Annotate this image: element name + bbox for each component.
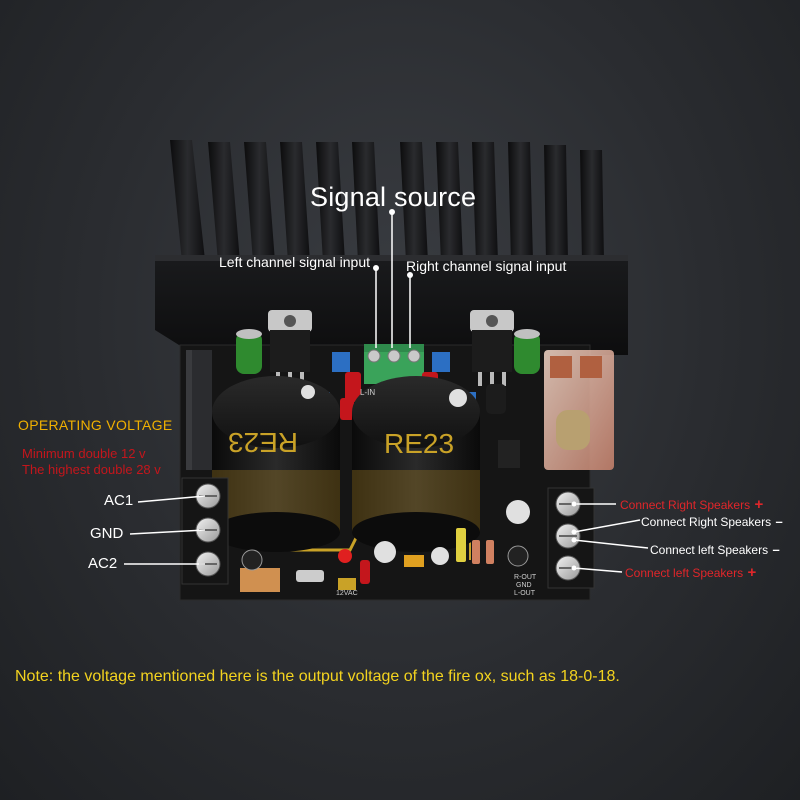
ac-pointer-lines xyxy=(124,495,206,565)
speaker-pointer-lines xyxy=(573,503,649,573)
right-input-label: Right channel signal input xyxy=(406,258,567,274)
capacitor-right-label: RE23 xyxy=(384,428,455,459)
heatsink-fins xyxy=(170,140,604,262)
green-capacitor-right xyxy=(514,329,540,374)
min-voltage-text: Minimum double 12 v xyxy=(22,446,146,461)
minus-sign: – xyxy=(775,514,783,529)
right-speaker-minus-label: Connect Right Speakers – xyxy=(641,514,783,529)
silk-rout: R-OUT xyxy=(514,574,537,581)
gnd-label: GND xyxy=(90,525,124,542)
silk-lout: L-OUT xyxy=(514,590,535,597)
plus-sign: + xyxy=(754,496,764,513)
minus-sign: – xyxy=(772,542,780,557)
relay xyxy=(544,350,614,470)
silk-gnd: GND xyxy=(516,582,532,589)
voltage-note: Note: the voltage mentioned here is the … xyxy=(15,668,620,685)
transistor-right xyxy=(470,310,514,386)
capacitor-left xyxy=(212,376,340,552)
signal-source-label: Signal source xyxy=(310,182,477,212)
left-input-label: Left channel signal input xyxy=(219,254,370,270)
capacitor-left-label: RE23 xyxy=(228,427,299,458)
right-speaker-plus-label: Connect Right Speakers + xyxy=(620,496,764,513)
green-capacitor-left xyxy=(236,329,262,374)
transistor-left xyxy=(268,310,312,386)
left-speaker-minus-label: Connect left Speakers – xyxy=(650,542,780,557)
silk-12v: 12VAC xyxy=(336,590,358,597)
ac1-label: AC1 xyxy=(104,492,134,509)
silk-lin: L-IN xyxy=(360,388,376,397)
operating-voltage-title: OPERATING VOLTAGE xyxy=(18,417,173,433)
plus-sign: + xyxy=(747,564,757,581)
left-speaker-plus-label: Connect left Speakers + xyxy=(625,564,757,581)
speaker-terminal-block xyxy=(547,487,595,589)
signal-pointer-lines xyxy=(375,212,411,348)
ac2-label: AC2 xyxy=(88,555,118,572)
max-voltage-text: The highest double 28 v xyxy=(22,462,161,477)
